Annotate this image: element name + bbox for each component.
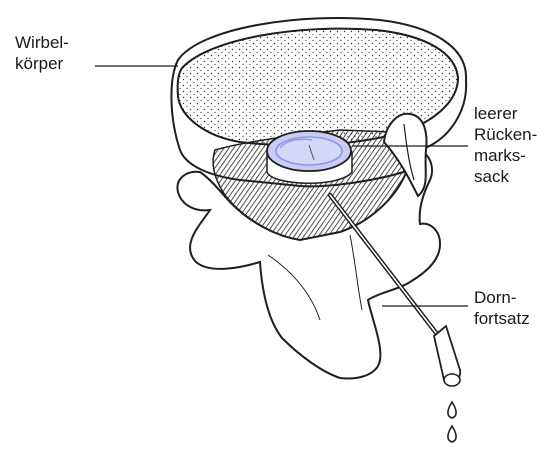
label-rueckenmarkssack: leerer Rücken- marks- sack [474, 103, 537, 187]
empty-dural-sac [267, 131, 352, 183]
label-dornfortsatz-line1: Dorn- [474, 287, 530, 308]
label-dornfortsatz-line2: fortsatz [474, 308, 530, 329]
label-wirbelkoerper-line1: Wirbel- [15, 32, 69, 53]
label-rueckenmarkssack-line2: Rücken- [474, 124, 537, 145]
label-dornfortsatz: Dorn- fortsatz [474, 287, 530, 329]
label-wirbelkoerper: Wirbel- körper [15, 32, 69, 74]
label-rueckenmarkssack-line3: marks- [474, 145, 537, 166]
label-rueckenmarkssack-line1: leerer [474, 103, 537, 124]
label-wirbelkoerper-line2: körper [15, 53, 69, 74]
fluid-drops [448, 402, 456, 442]
label-rueckenmarkssack-line4: sack [474, 166, 537, 187]
